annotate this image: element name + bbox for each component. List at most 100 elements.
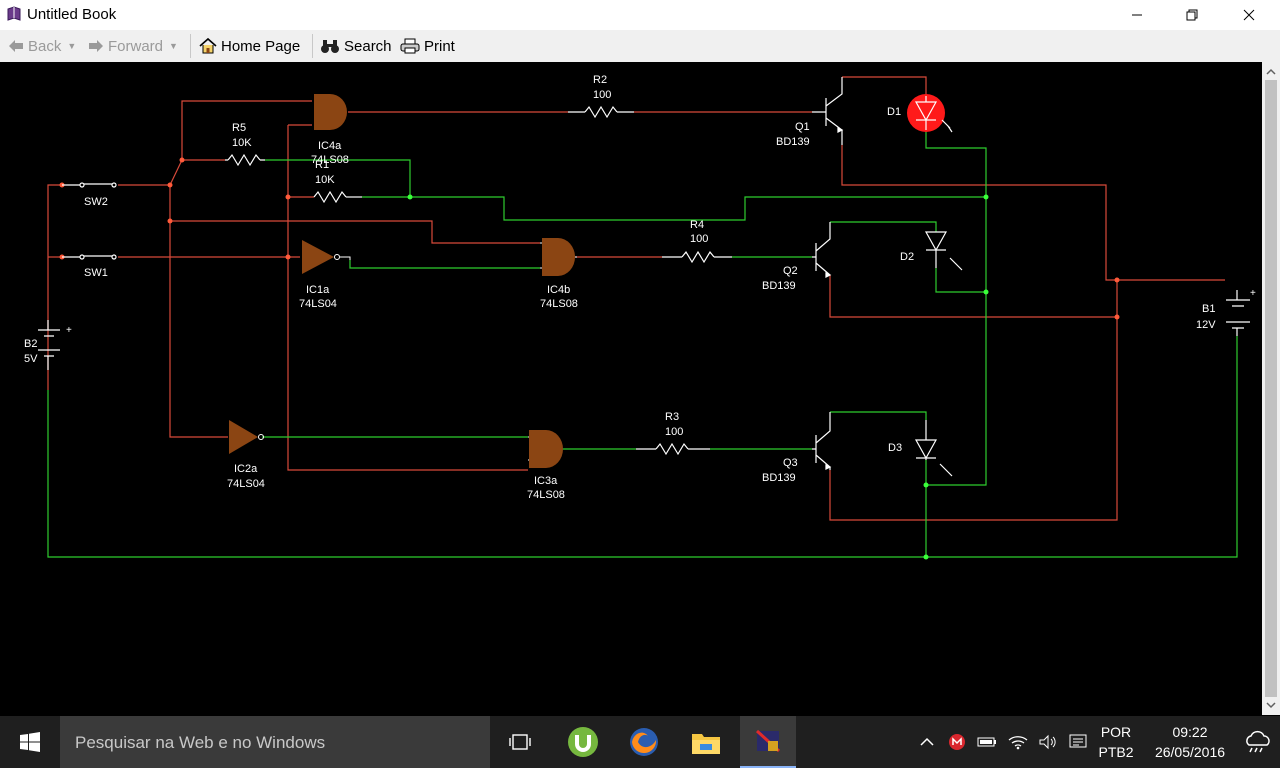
- file-explorer-app[interactable]: [678, 716, 734, 768]
- chevron-up-icon: [920, 737, 934, 746]
- wifi-icon: [1008, 736, 1028, 750]
- ic1a-part: 74LS04: [299, 298, 337, 310]
- close-icon: [1243, 9, 1255, 21]
- q1-part: BD139: [776, 136, 810, 148]
- not-gates: [229, 240, 351, 454]
- r2-value: 100: [593, 89, 611, 101]
- start-button[interactable]: [2, 716, 58, 768]
- svg-text:+: +: [1250, 288, 1256, 299]
- tray-expand[interactable]: [914, 716, 940, 768]
- language-indicator[interactable]: POR PTB2: [1096, 722, 1136, 762]
- notification-center[interactable]: [1064, 716, 1092, 768]
- leds: [907, 94, 963, 477]
- minimize-button[interactable]: [1114, 0, 1160, 30]
- ic2a-part: 74LS04: [227, 478, 265, 490]
- ic2a-label: IC2a: [234, 463, 258, 475]
- ic3a-part: 74LS08: [527, 489, 565, 501]
- back-dropdown-icon[interactable]: ▼: [67, 41, 77, 51]
- taskbar-search[interactable]: Pesquisar na Web e no Windows: [60, 716, 490, 768]
- volume-indicator[interactable]: [1034, 716, 1062, 768]
- circuit-app[interactable]: [740, 716, 796, 768]
- book-icon: [7, 6, 21, 21]
- task-view-button[interactable]: [492, 716, 548, 768]
- resistor-r5: [227, 154, 261, 166]
- folder-icon: [692, 734, 720, 754]
- r3-label: R3: [665, 411, 679, 423]
- back-button[interactable]: Back ▼: [8, 34, 76, 58]
- r5-value: 10K: [232, 137, 252, 149]
- forward-button[interactable]: Forward ▼: [88, 34, 178, 58]
- printer-icon: [400, 38, 420, 54]
- d2-label: D2: [900, 251, 914, 263]
- circuit-viewer: + + R5 10K R1 10K R2 100 R4 100 R3 100 I…: [0, 62, 1262, 715]
- home-page-button[interactable]: Home Page: [199, 34, 300, 58]
- firefox-app[interactable]: [616, 716, 672, 768]
- q2-part: BD139: [762, 280, 796, 292]
- back-label: Back: [28, 37, 62, 55]
- print-label: Print: [424, 37, 455, 55]
- resistor-r2: [584, 106, 618, 118]
- toolbar-separator: [190, 34, 191, 58]
- message-icon: [1069, 734, 1087, 748]
- minimize-icon: [1132, 14, 1142, 16]
- batteries: + +: [38, 288, 1256, 370]
- tray-app[interactable]: [944, 716, 970, 768]
- r4-label: R4: [690, 219, 704, 231]
- toolbar-separator: [312, 34, 313, 58]
- ic1a-label: IC1a: [306, 284, 330, 296]
- d1-label: D1: [887, 106, 901, 118]
- clock[interactable]: 09:22 26/05/2016: [1145, 722, 1235, 762]
- battery-icon: [977, 737, 996, 747]
- scroll-thumb[interactable]: [1265, 80, 1277, 697]
- battery-indicator[interactable]: [974, 716, 1000, 768]
- ic4a-part: 74LS08: [311, 154, 349, 166]
- forward-dropdown-icon[interactable]: ▼: [169, 41, 178, 51]
- b2-label: B2: [24, 338, 37, 350]
- scroll-up-icon[interactable]: [1262, 64, 1280, 80]
- close-button[interactable]: [1226, 0, 1272, 30]
- resistor-r4: [681, 251, 715, 263]
- forward-arrow-icon: [89, 40, 103, 52]
- print-button[interactable]: Print: [400, 34, 455, 58]
- r1-label: R1: [315, 159, 329, 171]
- resistor-r1: [313, 191, 347, 203]
- weather-button[interactable]: [1238, 716, 1278, 768]
- home-page-label: Home Page: [221, 37, 301, 55]
- forward-label: Forward: [108, 37, 164, 55]
- scroll-down-icon[interactable]: [1262, 697, 1280, 713]
- keyboard-layout: PTB2: [1098, 744, 1134, 760]
- firefox-icon: [630, 728, 658, 756]
- svg-text:+: +: [66, 325, 72, 336]
- r3-value: 100: [665, 426, 683, 438]
- search-button[interactable]: Search: [320, 34, 392, 58]
- utorrent-app[interactable]: [555, 716, 611, 768]
- binoculars-icon: [321, 40, 339, 53]
- weather-cloud-icon: [1246, 730, 1270, 753]
- language-code: POR: [1100, 724, 1132, 740]
- toolbar: Back ▼ Forward ▼ Home Page Search Print: [0, 30, 1280, 63]
- transistors: [812, 77, 844, 470]
- ic3a-label: IC3a: [534, 475, 558, 487]
- b2-value: 5V: [24, 353, 38, 365]
- high-wires: [47, 76, 1225, 521]
- r2-label: R2: [593, 74, 607, 86]
- vertical-scrollbar[interactable]: [1262, 62, 1280, 715]
- ic4b-label: IC4b: [547, 284, 570, 296]
- network-indicator[interactable]: [1004, 716, 1032, 768]
- home-icon: [199, 37, 217, 54]
- search-label: Search: [344, 37, 392, 55]
- sw2-label: SW2: [84, 196, 108, 208]
- clock-time: 09:22: [1172, 724, 1208, 740]
- sw1-label: SW1: [84, 267, 108, 279]
- junction-dots: [59, 157, 1120, 560]
- d3-label: D3: [888, 442, 902, 454]
- b1-label: B1: [1202, 303, 1215, 315]
- q1-label: Q1: [795, 121, 810, 133]
- q3-label: Q3: [783, 457, 798, 469]
- ic4b-part: 74LS08: [540, 298, 578, 310]
- resistor-leads: [225, 111, 732, 450]
- back-arrow-icon: [9, 40, 23, 52]
- switches: [62, 182, 117, 260]
- low-wires: [47, 130, 1238, 558]
- restore-button[interactable]: [1169, 0, 1215, 30]
